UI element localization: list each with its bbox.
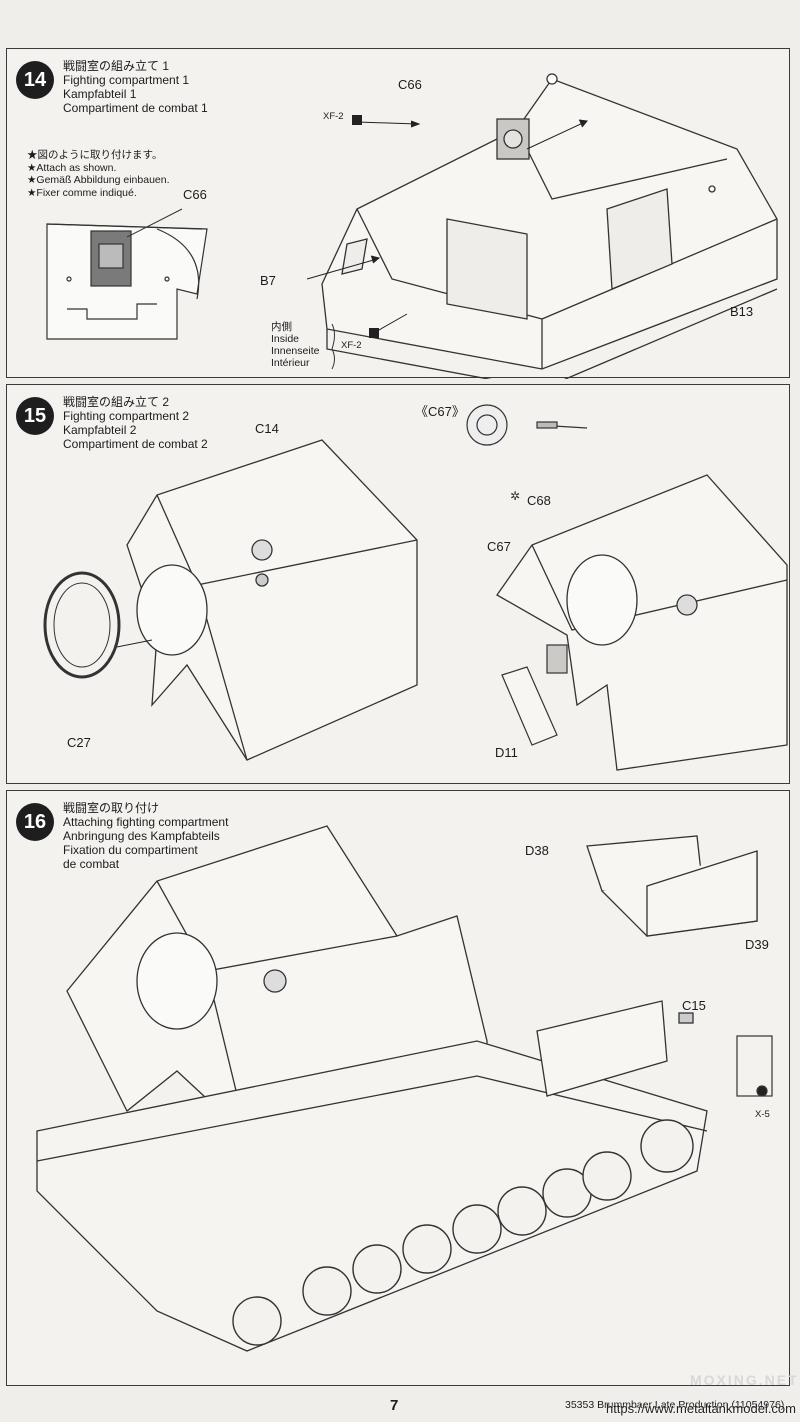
step-14-notes: ★図のように取り付けます。 ★Attach as shown. ★Gemäß A… <box>27 149 170 199</box>
c67-c68-parts <box>501 644 568 746</box>
arrow-c27 <box>116 639 153 648</box>
label-c27: C27 <box>67 735 91 750</box>
left-compartment <box>126 439 418 761</box>
note-de: ★Gemäß Abbildung einbauen. <box>27 174 170 186</box>
title-fr: Compartiment de combat 1 <box>63 101 208 115</box>
source-url[interactable]: https://www.metaltankmodel.com <box>605 1401 796 1416</box>
title-fr-2: de combat <box>63 857 120 871</box>
note-en: ★Attach as shown. <box>27 161 117 174</box>
c27-ring <box>43 571 121 679</box>
title-ja: 戦闘室の組み立て 2 <box>63 395 170 409</box>
label-c66: C66 <box>398 77 422 92</box>
c67-detail <box>466 404 588 446</box>
inside-fr: Intérieur <box>271 357 310 369</box>
right-compartment <box>496 474 788 771</box>
step-14-drawing <box>46 73 778 379</box>
note-fr: ★Fixer comme indiqué. <box>27 186 137 199</box>
title-fr-1: Fixation du compartiment <box>63 843 198 857</box>
step-15-drawing: ✲ <box>43 404 788 771</box>
step-16-number: 16 <box>16 803 54 841</box>
step-15-number: 15 <box>16 397 54 435</box>
compartment-main <box>321 73 778 379</box>
step-14-panel: 14 戦闘室の組み立て 1 Fighting compartment 1 Kam… <box>6 48 790 379</box>
d38-d39-box <box>586 835 758 937</box>
title-de: Kampfabteil 2 <box>63 423 137 437</box>
step-16-drawing <box>36 825 773 1352</box>
step-15-title: 戦闘室の組み立て 2 Fighting compartment 2 Kampfa… <box>63 395 208 451</box>
inside-brace <box>331 323 335 370</box>
label-d11: D11 <box>495 745 518 760</box>
inset-label-c66: C66 <box>183 187 207 202</box>
inside-de: Innenseite <box>271 345 320 357</box>
title-en: Attaching fighting compartment <box>63 815 229 829</box>
xf2-paint-chip-top <box>352 115 362 125</box>
label-c67: C67 <box>487 539 511 554</box>
inset-detail <box>46 223 208 340</box>
step-15-panel: 15 戦闘室の組み立て 2 Fighting compartment 2 Kam… <box>6 384 790 784</box>
label-c15: C15 <box>682 998 706 1013</box>
note-ja: ★図のように取り付けます。 <box>27 149 163 161</box>
road-wheels <box>232 1119 694 1346</box>
label-c14: C14 <box>255 421 279 436</box>
label-x5: X-5 <box>755 1109 770 1120</box>
step-14-title: 戦闘室の組み立て 1 Fighting compartment 1 Kampfa… <box>63 59 208 115</box>
step-16-title: 戦闘室の取り付け Attaching fighting compartment … <box>63 801 228 871</box>
label-xf2-bottom: XF-2 <box>341 340 362 351</box>
title-ja: 戦闘室の取り付け <box>63 801 160 815</box>
c15-tray <box>536 1000 694 1097</box>
sprue-cut-icon: ✲ <box>510 489 520 503</box>
title-en: Fighting compartment 1 <box>63 73 190 87</box>
label-c68: C68 <box>527 493 551 508</box>
label-b13: B13 <box>730 304 754 319</box>
inside-en: Inside <box>271 333 300 345</box>
title-ja: 戦闘室の組み立て 1 <box>63 59 170 73</box>
hull <box>36 1040 708 1352</box>
inside-label: 内側 Inside Innenseite Intérieur <box>271 321 319 369</box>
x5-detail <box>736 1035 773 1097</box>
label-d38: D38 <box>525 843 549 858</box>
title-en: Fighting compartment 2 <box>63 409 190 423</box>
watermark: MOXING.NET <box>690 1372 799 1388</box>
label-d39: D39 <box>745 937 769 952</box>
title-de: Anbringung des Kampfabteils <box>63 829 220 843</box>
label-xf2-top: XF-2 <box>323 111 344 122</box>
title-de: Kampfabteil 1 <box>63 87 137 101</box>
inside-ja: 内側 <box>271 321 292 333</box>
label-b7: B7 <box>260 273 276 288</box>
inset-leader <box>126 208 183 238</box>
label-c67-detail: 《C67》 <box>415 404 465 419</box>
xf2-paint-chip-bottom <box>369 328 379 338</box>
step-16-panel: 16 戦闘室の取り付け Attaching fighting compartme… <box>6 790 790 1386</box>
step-14-number: 14 <box>16 61 54 99</box>
page-number: 7 <box>390 1397 399 1414</box>
product-code: 35353 Brummbaer Late Production (1105497… <box>565 1399 785 1411</box>
title-fr: Compartiment de combat 2 <box>63 437 208 451</box>
